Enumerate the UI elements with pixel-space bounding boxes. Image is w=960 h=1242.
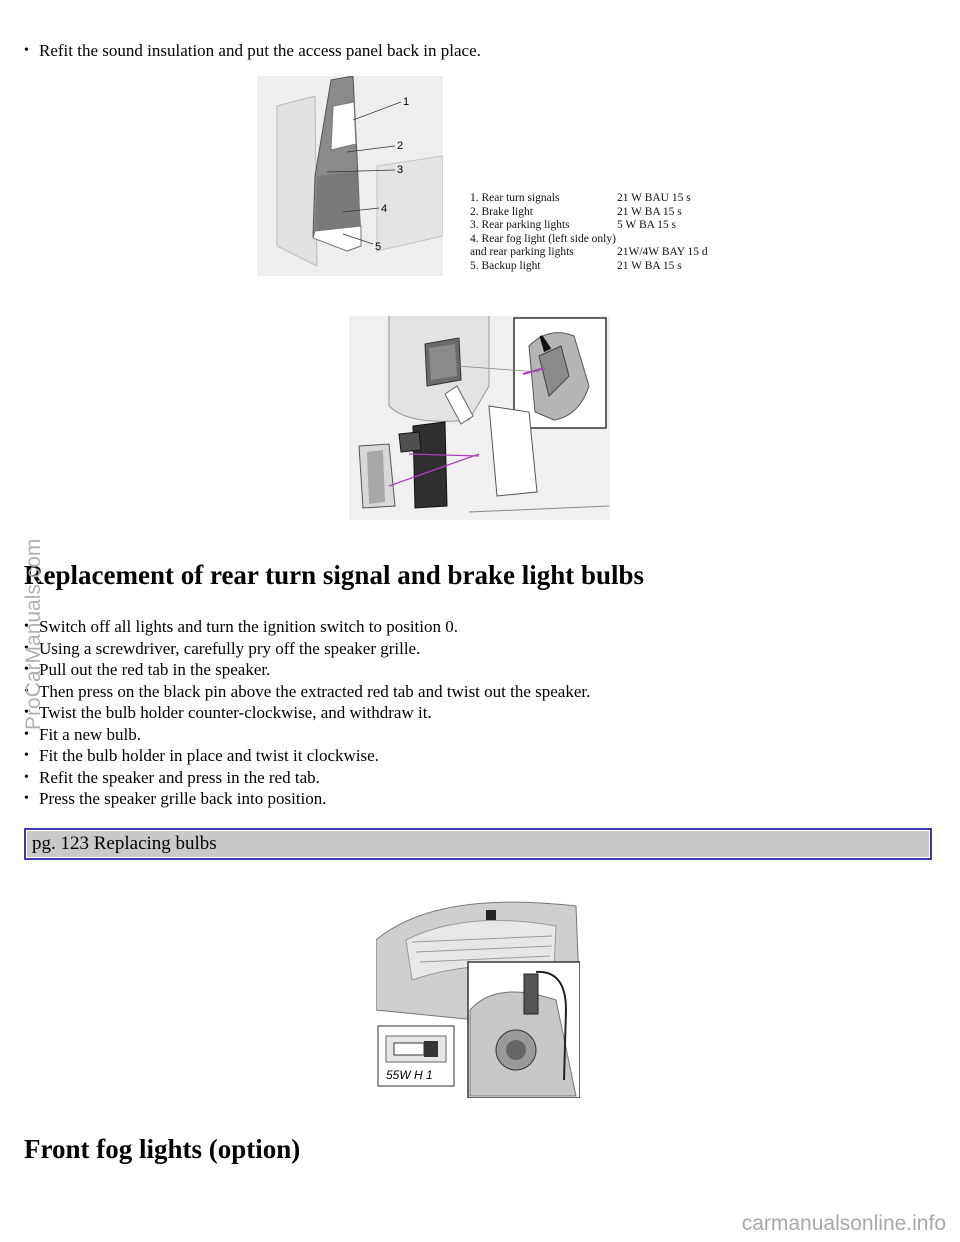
list-item: Press the speaker grille back into posit… — [24, 788, 924, 810]
side-watermark: ProCarManuals.com — [22, 538, 45, 730]
top-bullet-list: Refit the sound insulation and put the a… — [24, 40, 924, 62]
callout-label: 2 — [397, 140, 403, 152]
legend-row: 4. Rear fog light (left side only) — [470, 232, 616, 245]
list-item: Refit the speaker and press in the red t… — [24, 767, 924, 789]
list-item: Pull out the red tab in the speaker. — [24, 659, 924, 681]
list-item: Fit a new bulb. — [24, 724, 924, 746]
section-heading-rear-turn-signal: Replacement of rear turn signal and brak… — [24, 560, 645, 590]
speaker-removal-illustration — [349, 316, 610, 520]
list-item: Switch off all lights and turn the ignit… — [24, 616, 924, 638]
callout-label: 4 — [381, 203, 387, 215]
list-item: Using a screwdriver, carefully pry off t… — [24, 638, 924, 660]
front-fog-light-illustration: 55W H 1 — [376, 900, 580, 1098]
speaker-removal-drawing — [349, 316, 610, 520]
rear-light-cluster-drawing: 1 2 3 4 5 — [257, 76, 443, 276]
callout-label: 1 — [403, 96, 409, 108]
bottom-watermark: carmanualsonline.info — [741, 1212, 946, 1235]
rear-light-cluster-illustration: 1 2 3 4 5 — [257, 76, 443, 276]
list-item: Fit the bulb holder in place and twist i… — [24, 745, 924, 767]
list-item: Twist the bulb holder counter-clockwise,… — [24, 702, 924, 724]
callout-label: 5 — [375, 241, 381, 253]
list-item: Then press on the black pin above the ex… — [24, 681, 924, 703]
page-reference-bar: pg. 123 Replacing bulbs — [24, 828, 932, 860]
callout-label: 3 — [397, 164, 403, 176]
bulb-type-label: 55W H 1 — [386, 1068, 433, 1082]
replacement-steps-list: Switch off all lights and turn the ignit… — [24, 616, 924, 810]
section-heading-front-fog-lights: Front fog lights (option) — [24, 1134, 301, 1164]
list-item: Refit the sound insulation and put the a… — [24, 40, 924, 62]
front-fog-light-drawing: 55W H 1 — [376, 900, 580, 1098]
